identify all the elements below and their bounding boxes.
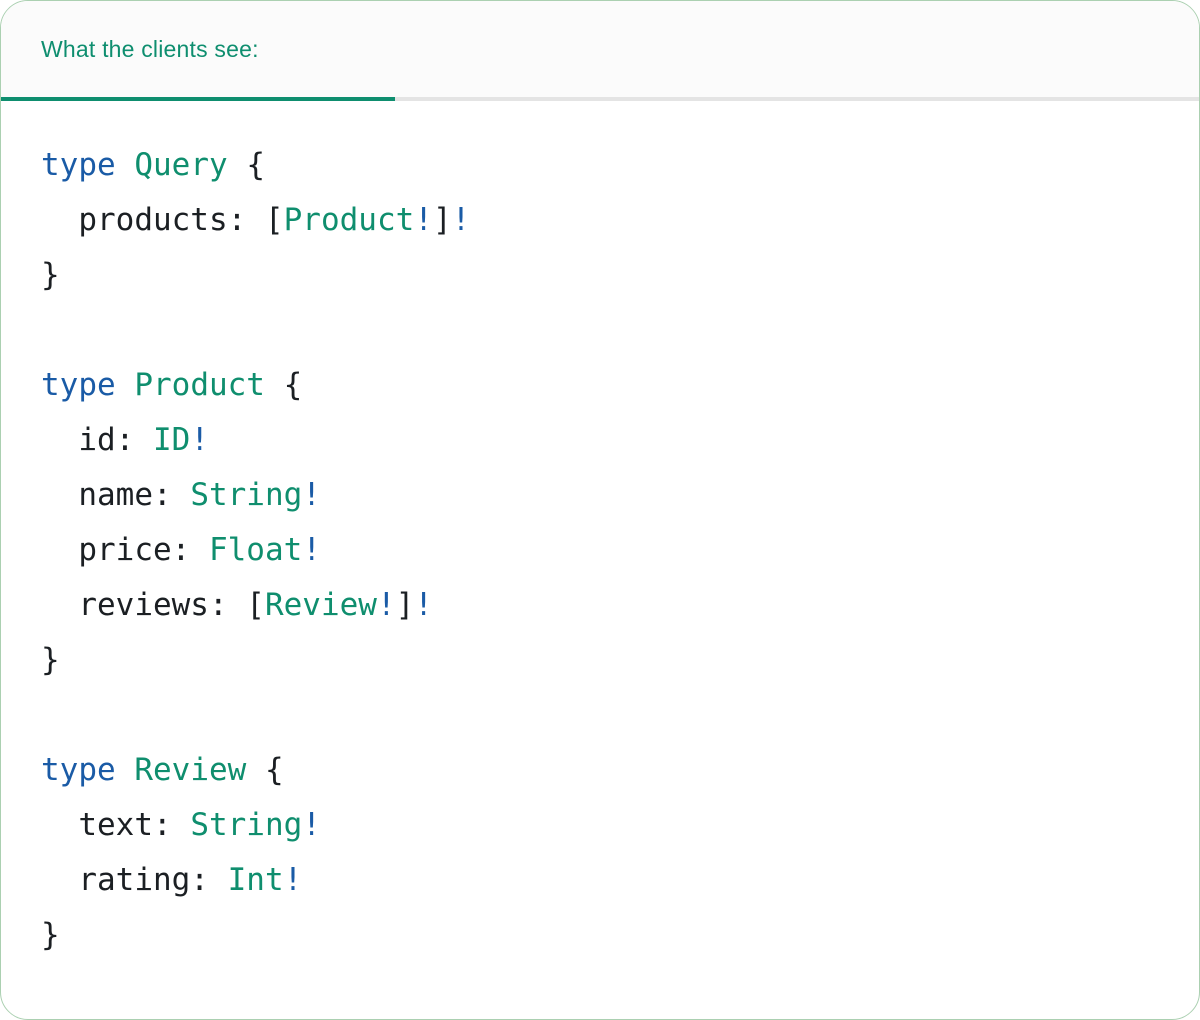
code-token-type: Review <box>134 752 247 788</box>
code-token-bang: ! <box>376 587 396 623</box>
code-token-plain: id: <box>41 422 153 458</box>
code-line: type Review { <box>41 743 1159 798</box>
code-token-type: Review <box>264 587 377 623</box>
code-token-type: Float <box>208 532 303 568</box>
code-token-plain <box>116 752 135 788</box>
code-token-bang: ! <box>302 477 321 513</box>
code-line: type Query { <box>41 138 1159 193</box>
code-line: type Product { <box>41 358 1159 413</box>
code-token-plain: } <box>41 642 60 678</box>
code-line <box>41 303 1159 358</box>
code-token-plain <box>116 367 135 403</box>
code-line: } <box>41 908 1159 963</box>
code-line: id: ID! <box>41 413 1159 468</box>
code-token-plain: name: <box>41 477 191 513</box>
code-token-bang: ! <box>190 422 209 458</box>
code-token-bang: ! <box>302 807 321 843</box>
code-line: } <box>41 633 1159 688</box>
code-token-bang: ! <box>414 587 433 623</box>
code-token-plain: rating: <box>41 862 228 898</box>
code-token-type: Product <box>134 367 265 403</box>
code-token-keyword: type <box>41 367 116 403</box>
code-token-bang: ! <box>283 862 303 898</box>
code-token-bang: ! <box>302 532 321 568</box>
code-token-plain <box>116 147 135 183</box>
code-token-plain: ] <box>395 587 415 623</box>
code-token-plain: } <box>41 917 60 953</box>
code-line: products: [Product!]! <box>41 193 1159 248</box>
active-tab-underline <box>1 97 395 101</box>
code-token-type: ID <box>152 422 191 458</box>
code-token-plain: { <box>264 367 303 403</box>
tab-track-line <box>1 97 1199 101</box>
code-token-plain: { <box>227 147 265 183</box>
tab-what-clients-see[interactable]: What the clients see: <box>41 35 259 62</box>
code-token-plain: price: <box>41 532 209 568</box>
code-token-plain: reviews: [ <box>41 587 265 623</box>
code-token-plain: ] <box>432 202 452 238</box>
code-line: text: String! <box>41 798 1159 853</box>
code-token-plain: text: <box>41 807 191 843</box>
code-line: price: Float! <box>41 523 1159 578</box>
code-token-type: String <box>190 477 303 513</box>
code-token-plain: { <box>246 752 284 788</box>
code-token-type: Product <box>283 202 415 238</box>
code-line: reviews: [Review!]! <box>41 578 1159 633</box>
code-line: } <box>41 248 1159 303</box>
code-token-type: String <box>190 807 303 843</box>
code-line <box>41 688 1159 743</box>
code-token-type: Int <box>227 862 284 898</box>
code-token-type: Query <box>134 147 228 183</box>
code-area: type Query { products: [Product!]!} type… <box>1 101 1199 993</box>
code-token-bang: ! <box>451 202 471 238</box>
code-token-plain: products: [ <box>41 202 284 238</box>
code-token-keyword: type <box>41 752 116 788</box>
code-token-plain: } <box>41 257 60 293</box>
code-line: rating: Int! <box>41 853 1159 908</box>
code-block: type Query { products: [Product!]!} type… <box>41 138 1159 963</box>
tab-bar: What the clients see: <box>1 1 1199 97</box>
code-token-keyword: type <box>41 147 116 183</box>
code-token-bang: ! <box>414 202 433 238</box>
code-line: name: String! <box>41 468 1159 523</box>
